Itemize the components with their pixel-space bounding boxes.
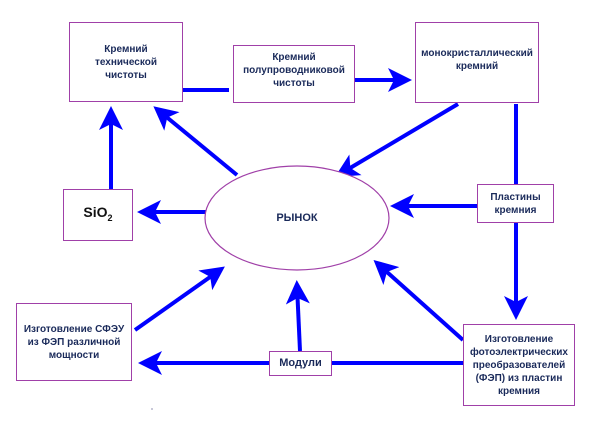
node-mono-silicon: монокристаллический кремний [415,22,539,103]
node-pv-cells: Изготовление фотоэлектрических преобразо… [463,324,575,406]
arrow-market-to-tech [153,106,239,177]
arrow-modules-to-market [285,280,310,352]
arrow-pv-to-market [373,260,465,342]
node-mono-silicon-label: монокристаллический кремний [421,48,533,72]
node-pv-cells-label: Изготовление фотоэлектрических преобразо… [470,333,568,397]
arrow-mono-to-market [334,102,460,178]
sio2-main-text: SiO [83,203,108,220]
stray-dot [151,408,153,410]
market-ellipse [204,165,390,271]
node-modules-label: Модули [279,357,322,369]
sio2-subscript: 2 [107,212,113,223]
node-wafers-label: Пластины кремния [490,191,541,216]
node-sfeu-label: Изготовление СФЭУ из ФЭП различной мощно… [23,323,125,361]
node-sio2: SiO2 [63,189,133,241]
node-semi-silicon-label: Кремний полупроводниковой чистоты [243,52,345,89]
node-wafers: Пластины кремния [477,184,554,223]
node-sfeu: Изготовление СФЭУ из ФЭП различной мощно… [16,303,132,381]
node-sio2-label: SiO2 [83,203,113,225]
node-modules: Модули [269,351,332,376]
node-tech-silicon: Кремний технической чистоты [69,22,183,102]
node-tech-silicon-label: Кремний технической чистоты [94,44,157,81]
node-market-label: РЫНОК [276,212,318,224]
arrow-sfeu-to-market [133,266,225,332]
node-semi-silicon: Кремний полупроводниковой чистоты [233,45,355,103]
